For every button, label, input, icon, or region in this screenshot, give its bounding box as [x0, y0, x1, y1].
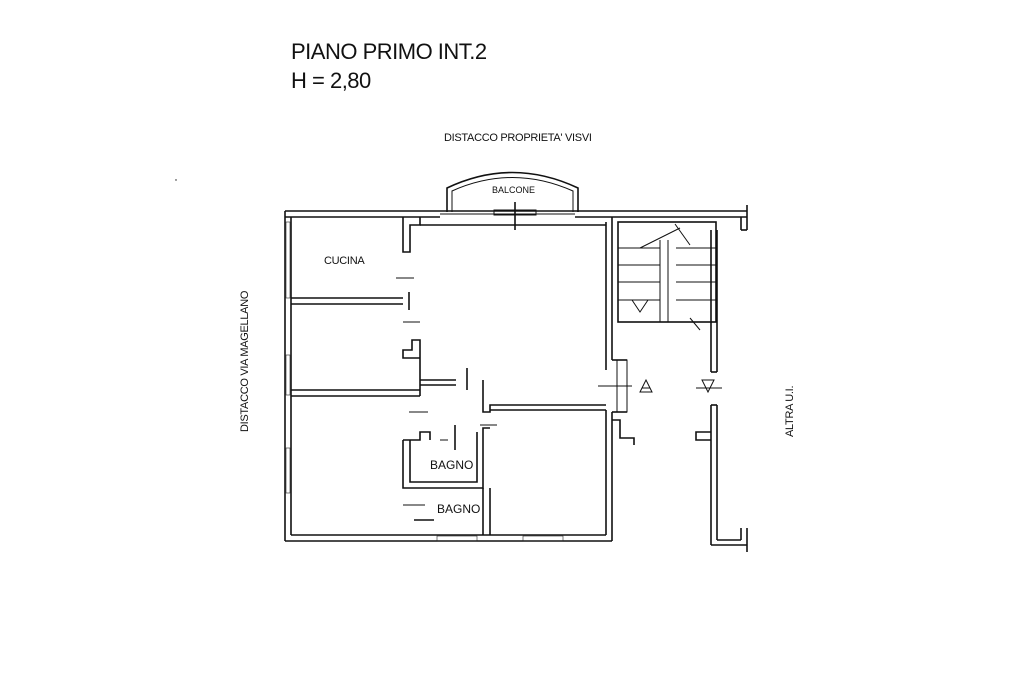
outer-walls: [284, 202, 748, 542]
room-label-bagno-1: BAGNO: [430, 458, 473, 472]
interior-walls: BAGNO BAGNO CUCINA: [291, 217, 653, 535]
room-label-bagno-2: BAGNO: [437, 502, 480, 516]
stairwell: [617, 221, 717, 331]
plan-title: PIANO PRIMO INT.2: [291, 39, 487, 64]
label-top-boundary: DISTACCO PROPRIETA' VISVI: [444, 132, 592, 144]
ceiling-height: H = 2,80: [291, 68, 371, 93]
landing: [695, 230, 748, 552]
label-right-boundary: ALTRA U.I.: [784, 386, 796, 437]
label-left-boundary: DISTACCO VIA MAGELLANO: [239, 290, 251, 432]
room-label-cucina: CUCINA: [324, 255, 365, 267]
room-label-balcone: BALCONE: [492, 185, 535, 195]
balcony: BALCONE: [446, 171, 579, 212]
stray-dot: [175, 179, 177, 181]
